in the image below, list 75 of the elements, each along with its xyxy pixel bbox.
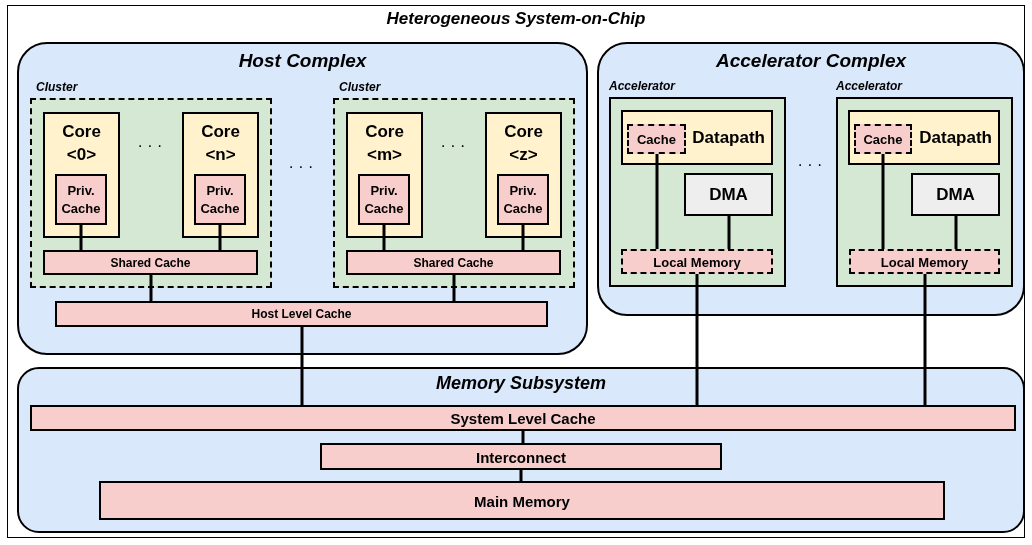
memory-bar [99, 481, 945, 520]
cache-box [497, 174, 549, 225]
box-label: Main Memory [473, 492, 571, 509]
complex-panel [17, 42, 588, 355]
panel-heading: Host Complex [237, 50, 368, 72]
box-label: Core <z> [503, 121, 544, 166]
connector-line [655, 154, 659, 249]
cache-bar [43, 250, 258, 275]
ellipsis: · · · [287, 158, 315, 176]
cache-box [55, 174, 107, 225]
box-label: Core <0> [61, 121, 102, 166]
connector-line [881, 154, 885, 249]
panel-heading: Accelerator Complex [714, 50, 908, 72]
frame-heading: Heterogeneous System-on-Chip [385, 9, 647, 29]
box-label: Core <n> [200, 121, 241, 166]
box-label: Datapath [919, 127, 992, 148]
core-box [346, 112, 423, 238]
connector-line [452, 275, 456, 301]
box-label: Datapath [692, 127, 765, 148]
cache-box [194, 174, 246, 225]
memory-box [849, 249, 1000, 274]
connector-line [382, 225, 386, 250]
core-box [43, 112, 120, 238]
dma-box [911, 173, 1000, 216]
memory-box [621, 249, 773, 274]
box-label: System Level Cache [449, 409, 597, 427]
complex-panel [597, 42, 1025, 316]
accelerator-heading: Accelerator [836, 79, 903, 93]
connector-line [954, 216, 958, 249]
box-label: Interconnect [475, 448, 567, 465]
core-box [182, 112, 259, 238]
cache-bar [30, 405, 1016, 431]
datapath-box [848, 110, 1000, 165]
panel-heading: Memory Subsystem [434, 373, 608, 394]
cache-bar [346, 250, 561, 275]
connector-line [300, 327, 304, 405]
connector-line [727, 216, 731, 249]
box-label: Core <m> [364, 121, 405, 166]
box-label: Shared Cache [412, 255, 495, 270]
ellipsis: · · · [796, 156, 824, 174]
connector-line [521, 225, 525, 250]
cache-box [854, 124, 912, 154]
connector-line [218, 225, 222, 250]
cluster-heading: Cluster [36, 80, 78, 94]
box-label: Priv. Cache [502, 181, 544, 218]
dma-box [684, 173, 773, 216]
accelerator-heading: Accelerator [609, 79, 676, 93]
box-label: Priv. Cache [60, 181, 102, 218]
box-label: DMA [935, 184, 976, 205]
connector-line [695, 274, 699, 405]
box-label: Priv. Cache [199, 181, 241, 218]
subsystem-panel [17, 367, 1025, 533]
cache-box [627, 124, 686, 154]
box-label: Host Level Cache [250, 307, 353, 321]
ellipsis: · · · [439, 137, 467, 155]
connector-line [79, 225, 83, 250]
chip-frame [7, 5, 1025, 538]
connector-line [923, 274, 927, 405]
ellipsis: · · · [136, 137, 164, 155]
box-label: Local Memory [879, 254, 970, 269]
cache-box [358, 174, 410, 225]
cluster-heading: Cluster [339, 80, 381, 94]
connector-line [519, 470, 523, 481]
cache-bar [55, 301, 548, 327]
box-label: Shared Cache [109, 255, 192, 270]
box-label: Local Memory [652, 254, 742, 269]
datapath-box [621, 110, 773, 165]
connector-line [149, 275, 153, 301]
connector-line [521, 431, 525, 443]
box-label: Cache [862, 131, 904, 147]
box-label: Priv. Cache [363, 181, 405, 218]
box-label: DMA [708, 184, 749, 205]
core-box [485, 112, 562, 238]
interconnect-bar [320, 443, 722, 470]
box-label: Cache [636, 131, 677, 147]
